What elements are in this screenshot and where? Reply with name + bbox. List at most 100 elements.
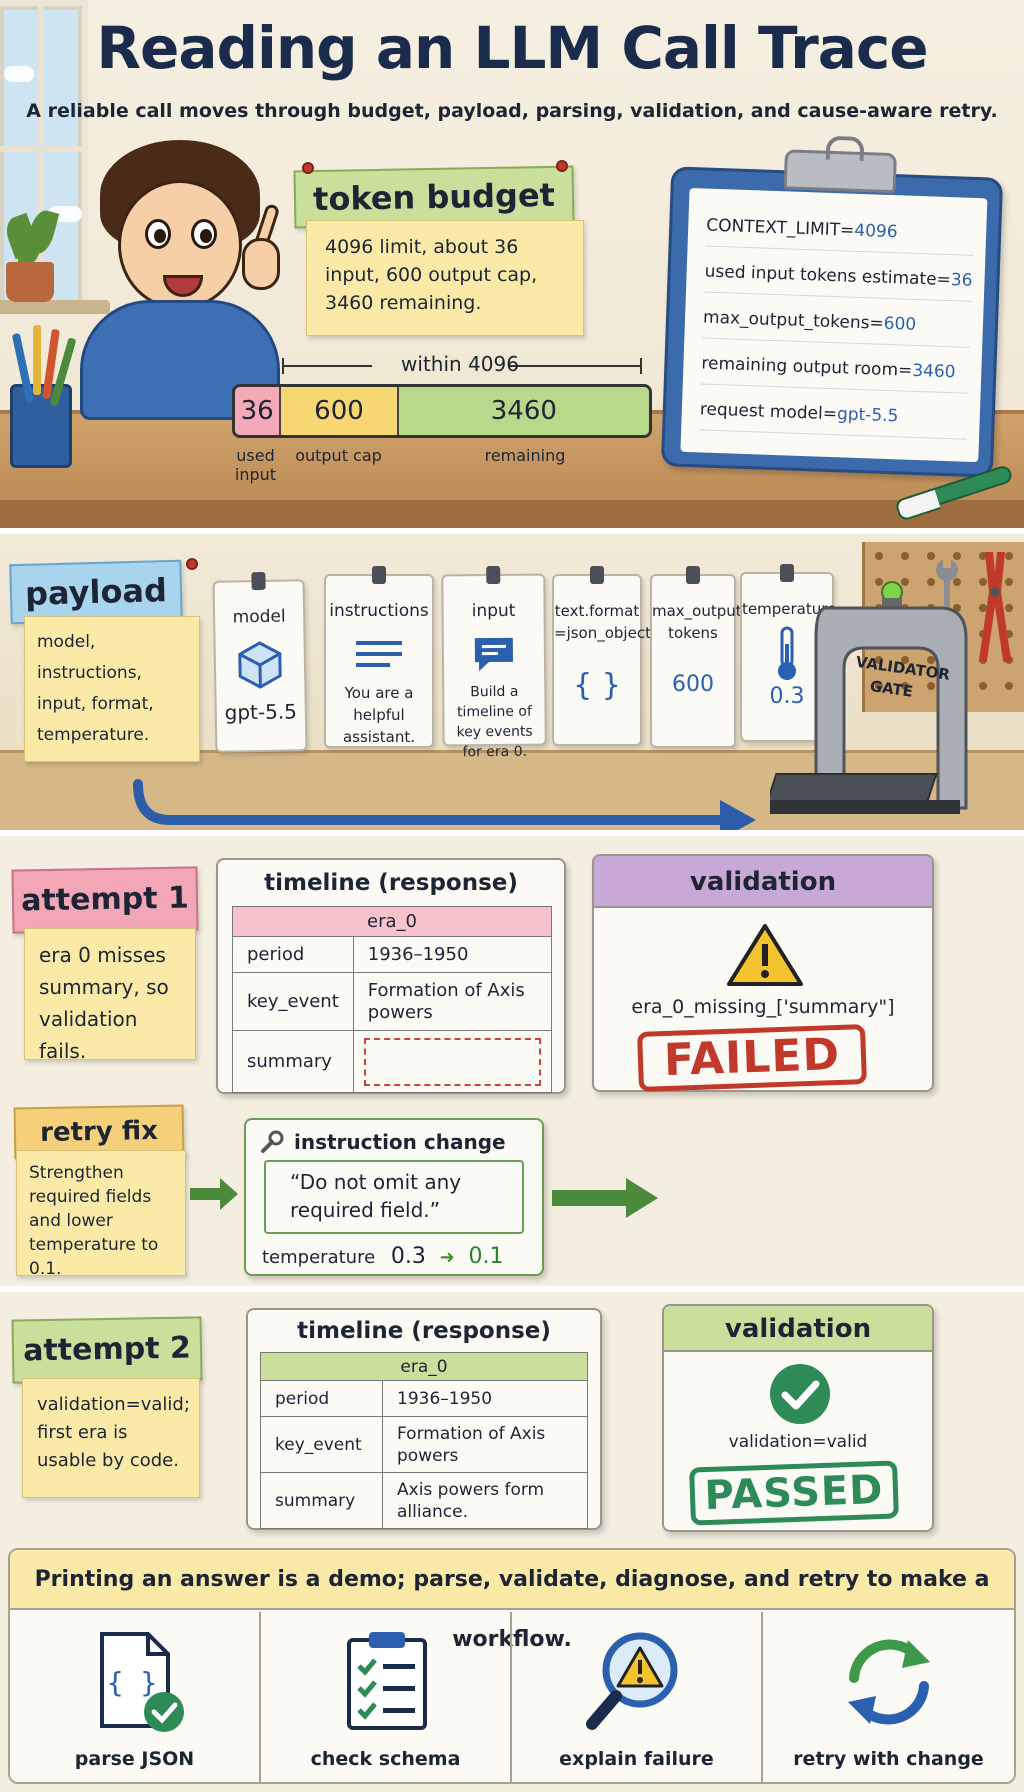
peg-hole — [953, 604, 961, 612]
row-value: 1936–1950 — [352, 936, 553, 973]
step-label: explain failure — [559, 1748, 714, 1770]
instruction-quote: “Do not omit any required field.” — [264, 1160, 524, 1234]
row-value: 1936–1950 — [382, 1380, 588, 1417]
cube-icon — [238, 641, 282, 689]
peg-hole — [875, 682, 883, 690]
peg-hole — [875, 578, 883, 586]
peg-hole — [979, 682, 987, 690]
magnifier-warning-icon — [585, 1632, 677, 1730]
kid-illustration — [70, 140, 290, 420]
row-key: key_event — [260, 1416, 383, 1473]
arrow-right-icon — [190, 1178, 238, 1210]
token-budget-title: token budget — [293, 165, 575, 229]
clipboard-value: 36 — [950, 270, 973, 291]
peg-hole — [953, 578, 961, 586]
row-key: summary — [232, 1030, 354, 1093]
budget-segment-label: remaining — [484, 446, 566, 465]
clipboard-key: remaining output room= — [701, 353, 913, 381]
era-header: era_0 — [260, 1352, 588, 1381]
attempt2-response-table: era_0 period 1936–1950 key_event Formati… — [260, 1352, 588, 1529]
clipboard-value: 4096 — [853, 220, 898, 243]
peg-hole — [927, 578, 935, 586]
attempt1-response-table: era_0 period 1936–1950 key_event Formati… — [232, 906, 553, 1093]
clipboard-key: max_output_tokens= — [702, 307, 885, 334]
clipboard-value: 600 — [883, 313, 917, 335]
row-key: period — [260, 1380, 383, 1417]
temp-from: 0.3 — [390, 1244, 426, 1269]
card-title: temperature — [742, 600, 837, 618]
attempt2-note: validation=valid; first era is usable by… — [22, 1378, 200, 1498]
peg-hole — [1005, 578, 1013, 586]
peg-hole — [979, 604, 987, 612]
instruction-change-title: instruction change — [294, 1130, 506, 1154]
svg-text:{ }: { } — [106, 1666, 157, 1699]
peg-hole — [901, 682, 909, 690]
plant-icon — [0, 206, 70, 306]
card-value: 0.3 — [769, 684, 805, 709]
summary-section: Printing an answer is a demo; parse, val… — [0, 1548, 1024, 1792]
payload-note: model, instructions, input, format, temp… — [24, 616, 200, 762]
row-value: Axis powers form alliance. — [382, 1472, 588, 1529]
step-explain-failure: explain failure — [512, 1612, 763, 1782]
validator-gate-icon — [770, 581, 968, 814]
peg-hole — [1005, 630, 1013, 638]
attempt1-validation-panel: validation era_0_missing_['summary"] FAI… — [592, 854, 934, 1092]
validation-title: validation — [664, 1306, 932, 1352]
era-header: era_0 — [232, 906, 552, 937]
clipboard-value: 3460 — [911, 360, 956, 383]
temperature-label: temperature — [262, 1247, 376, 1268]
failed-stamp: FAILED — [637, 1024, 867, 1092]
attempt2-validation-panel: validation validation=valid PASSED — [662, 1304, 934, 1532]
wrench-icon — [261, 1130, 284, 1153]
row-key: period — [232, 936, 354, 973]
step-label: parse JSON — [74, 1748, 195, 1770]
instruction-change-panel: instruction change “Do not omit any requ… — [244, 1118, 544, 1276]
pin-icon — [186, 558, 198, 570]
validation-message: era_0_missing_['summary"] — [631, 996, 895, 1018]
retry-fix-note: Strengthen required fields and lower tem… — [16, 1150, 186, 1279]
summary-frame: Printing an answer is a demo; parse, val… — [8, 1548, 1016, 1784]
card-value: 600 — [672, 672, 714, 697]
missing-summary-cell — [352, 1030, 553, 1093]
card-title: max_output_ tokens — [652, 602, 750, 642]
step-check-schema: check schema — [261, 1612, 512, 1782]
peg-hole — [1005, 604, 1013, 612]
passed-stamp: PASSED — [689, 1460, 899, 1526]
pliers-icon — [979, 552, 1011, 662]
arrow-right-icon: ➜ — [439, 1247, 455, 1268]
pin-icon — [556, 160, 568, 172]
token-budget-note: 4096 limit, about 36 input, 600 output c… — [306, 220, 584, 336]
peg-hole — [979, 552, 987, 560]
payload-section: payload model, instructions, input, form… — [0, 528, 1024, 840]
payload-card-format: text.format =json_object { } — [552, 566, 651, 746]
card-title: model — [232, 606, 286, 628]
pencil-cup-icon — [10, 325, 77, 468]
validator-gate: VALIDATOR GATE — [770, 578, 970, 828]
peg-hole — [1005, 682, 1013, 690]
budget-segment-label: output cap — [295, 446, 382, 465]
clipboard-key: CONTEXT_LIMIT= — [705, 215, 855, 241]
row-value: Formation of Axis powers — [382, 1416, 588, 1473]
page-title: Reading an LLM Call Trace — [96, 14, 928, 82]
peg-hole — [953, 552, 961, 560]
peg-hole — [901, 656, 909, 664]
attempt2-response-panel: timeline (response) era_0 period 1936–19… — [246, 1308, 602, 1530]
payload-card-input: input Build a timeline of key events for… — [441, 565, 547, 760]
clipboard-clamp-icon — [783, 149, 897, 194]
lines-icon — [356, 641, 402, 667]
attempt2-section: attempt 2 validation=valid; first era is… — [0, 1286, 1024, 1548]
response-title: timeline (response) — [264, 870, 518, 896]
check-circle-icon — [770, 1364, 830, 1424]
peg-hole — [875, 552, 883, 560]
peg-hole — [875, 656, 883, 664]
card-title: input — [471, 600, 516, 622]
page-subtitle: A reliable call moves through budget, pa… — [26, 100, 998, 122]
row-key: key_event — [232, 972, 354, 1031]
peg-hole — [927, 552, 935, 560]
chat-icon — [474, 637, 514, 672]
pin-icon — [302, 162, 314, 174]
clipboard-row: request model=gpt-5.5 — [699, 388, 969, 440]
attempt1-title: attempt 1 — [11, 866, 199, 934]
